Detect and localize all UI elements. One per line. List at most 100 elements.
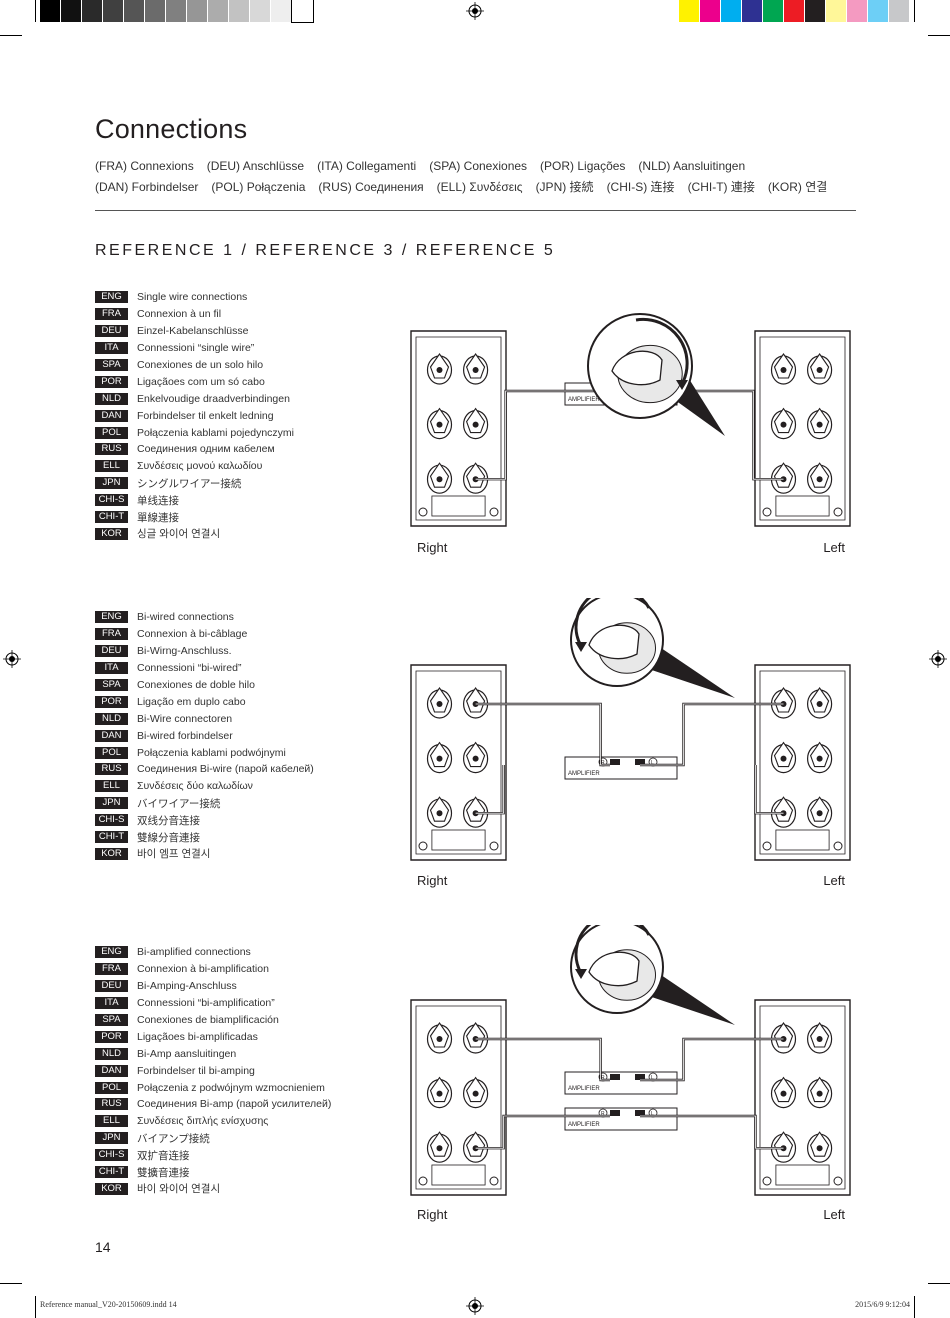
channel-l-label: L (651, 1111, 654, 1117)
terminal-icon (807, 1022, 833, 1054)
language-code-badge: POR (95, 695, 128, 708)
language-text: Ligaçãoes com um só cabo (137, 375, 265, 388)
screw-icon (833, 507, 843, 517)
output-terminal-icon (610, 759, 620, 765)
crop-mark (35, 0, 36, 22)
screw-icon (418, 841, 428, 851)
language-text: 바이 엠프 연결시 (137, 848, 211, 861)
rotate-arrow-icon (635, 317, 689, 385)
left-speaker-panel (754, 330, 851, 527)
language-text: Bi-wired connections (137, 611, 234, 624)
screw-icon (762, 1176, 772, 1186)
terminal-icon (462, 407, 489, 440)
terminal-icon (426, 1022, 453, 1054)
output-terminal-icon (610, 1074, 620, 1080)
terminal-icon (462, 353, 489, 385)
label-plate (431, 829, 486, 851)
language-text: Conexiones de biamplificación (137, 1014, 279, 1026)
language-code-badge: CHI-S (95, 494, 128, 507)
crop-mark (928, 35, 950, 36)
amplifier-label: AMPLIFIER (568, 397, 600, 403)
language-row: SPA Conexiones de biamplificación (95, 1012, 395, 1029)
label-plate (431, 495, 486, 517)
divider (95, 210, 856, 211)
color-swatch (679, 0, 700, 22)
magnifier-callout (587, 313, 725, 436)
language-text: Enkelvoudige draadverbindingen (137, 392, 290, 405)
language-text: Forbindelser til bi-amping (137, 1064, 255, 1077)
label-plate (775, 1164, 830, 1186)
language-text: Соединения Bi-wire (парой кабелей) (137, 763, 314, 776)
language-code-badge: SPA (95, 1014, 128, 1026)
section-subtitle: REFERENCE 1 / REFERENCE 3 / REFERENCE 5 (95, 242, 556, 259)
color-swatch (826, 0, 847, 22)
language-code-badge: CHI-T (95, 1166, 128, 1179)
language-code-badge: DEU (95, 645, 128, 658)
amplifier-label: AMPLIFIER (568, 1122, 600, 1128)
language-text: Connessioni “single wire” (137, 342, 255, 355)
translation-item: (NLD) Aansluitingen (638, 159, 746, 173)
language-text: 바이 와이어 연결시 (137, 1183, 221, 1196)
color-swatch (187, 0, 208, 22)
language-code-badge: RUS (95, 443, 128, 456)
screw-icon (489, 841, 499, 851)
color-swatch (763, 0, 784, 22)
language-code-badge: KOR (95, 847, 128, 860)
left-speaker-panel (754, 999, 851, 1196)
language-text: Bi-Amping-Anschluss (137, 980, 237, 993)
color-swatch (124, 0, 145, 22)
right-speaker-panel (410, 664, 507, 861)
color-swatch (700, 0, 721, 22)
language-text: シングルワイアー接続 (137, 477, 242, 490)
language-code-badge: ENG (95, 946, 128, 959)
terminal-icon (426, 796, 453, 828)
screw-icon (833, 841, 843, 851)
language-code-badge: DEU (95, 325, 128, 338)
translation-item: (DEU) Anschlüsse (206, 159, 305, 173)
language-code-badge: ELL (95, 780, 128, 793)
terminal-icon (807, 407, 833, 440)
language-text: Connessioni “bi-wired” (137, 662, 242, 675)
screw-icon (762, 841, 772, 851)
magnifier-callout (570, 925, 735, 1025)
language-text: 雙擴音連接 (137, 1166, 190, 1179)
output-terminal-icon (635, 759, 645, 765)
rotate-arrow-icon (574, 925, 651, 974)
amplifier-label: AMPLIFIER (568, 1086, 600, 1092)
arrow-head-icon (676, 380, 688, 390)
registration-mark-icon (466, 1297, 484, 1315)
language-text: Single wire connections (137, 291, 248, 304)
terminal-icon (426, 1131, 453, 1163)
crop-mark (928, 1283, 950, 1284)
terminal-knob-icon (588, 951, 640, 987)
language-text: Connexion à bi-câblage (137, 628, 248, 641)
terminal-icon (426, 353, 453, 385)
language-code-badge: ELL (95, 1115, 128, 1128)
translation-item: (DAN) Forbindelser (95, 180, 199, 194)
language-code-badge: NLD (95, 712, 128, 725)
color-swatch (166, 0, 187, 22)
language-text: Соединения Bi-amp (парой усилителей) (137, 1098, 332, 1111)
terminal-icon (807, 353, 833, 385)
language-code-badge: POR (95, 1030, 128, 1043)
translation-item: (RUS) Соединения (318, 180, 424, 194)
